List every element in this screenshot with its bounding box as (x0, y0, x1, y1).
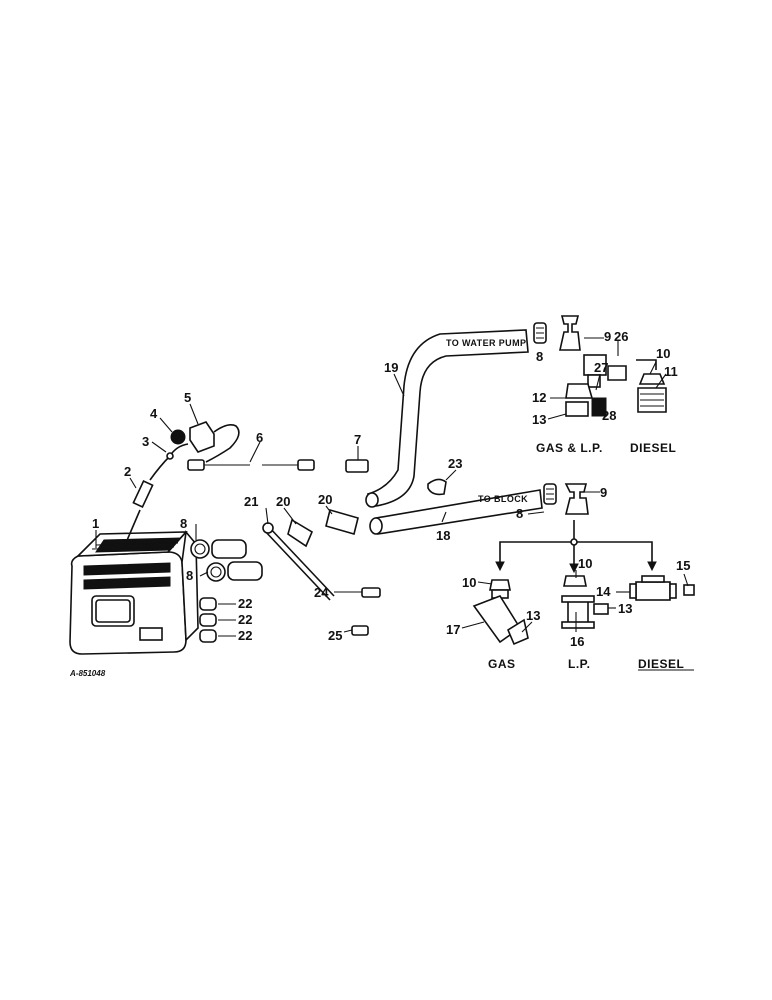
to-block-label: TO BLOCK (478, 494, 528, 504)
to-water-pump-label: TO WATER PUMP (446, 338, 526, 348)
callout-28: 28 (602, 408, 616, 423)
callout-15: 15 (676, 558, 690, 573)
callout-3: 3 (142, 434, 149, 449)
callout-1: 1 (92, 516, 99, 531)
hose-clamp-icon (190, 539, 263, 582)
heater-wiring (124, 421, 315, 546)
callout-18: 18 (436, 528, 450, 543)
callout-22-a: 22 (238, 596, 252, 611)
callout-20-a: 20 (276, 494, 290, 509)
distribution-tree (495, 520, 657, 574)
callout-25: 25 (328, 628, 342, 643)
caption-gas-lp: GAS & L.P. (536, 441, 603, 455)
callout-8-clamp-b: 8 (186, 568, 193, 583)
callout-8-pump: 8 (536, 349, 543, 364)
callout-14: 14 (596, 584, 611, 599)
callout-21: 21 (244, 494, 258, 509)
callout-5: 5 (184, 390, 191, 405)
callout-12: 12 (532, 390, 546, 405)
callout-10-top: 10 (656, 346, 670, 361)
heater-body-icon (69, 530, 199, 655)
callouts: 1 2 3 4 5 6 7 19 23 18 8 9 8 9 26 10 11 … (92, 329, 690, 649)
callout-13-top: 13 (532, 412, 546, 427)
callout-13-lp: 13 (618, 601, 632, 616)
callout-9-pump: 9 (604, 329, 611, 344)
caption-gas: GAS (488, 657, 516, 671)
callout-8-block: 8 (516, 506, 523, 521)
drawing-reference: A-851048 (69, 669, 106, 678)
callout-16: 16 (570, 634, 584, 649)
heater-hose-icon (369, 489, 543, 535)
nut-25 (351, 625, 369, 636)
caption-diesel-bottom: DIESEL (638, 657, 684, 671)
shutoff-valve-icon (533, 315, 667, 417)
callout-17: 17 (446, 622, 460, 637)
callout-26: 26 (614, 329, 628, 344)
heater-grille (83, 537, 182, 590)
pipe-plugs (199, 597, 217, 643)
callout-13-gas: 13 (526, 608, 540, 623)
mounting-brackets (287, 509, 359, 548)
callout-6: 6 (256, 430, 263, 445)
callout-7: 7 (354, 432, 361, 447)
callout-10-lp: 10 (578, 556, 592, 571)
callout-23: 23 (448, 456, 462, 471)
callout-9-block: 9 (600, 485, 607, 500)
hose-adapter (345, 459, 369, 473)
shutoff-valve-icon (543, 483, 589, 515)
callout-22-b: 22 (238, 612, 252, 627)
callout-24: 24 (314, 585, 329, 600)
heater-hose-icon (365, 329, 529, 508)
bolt-24 (361, 587, 381, 598)
callout-22-c: 22 (238, 628, 252, 643)
callout-11: 11 (664, 364, 678, 379)
callout-8-clamp-a: 8 (180, 516, 187, 531)
caption-diesel-top: DIESEL (630, 441, 676, 455)
callout-27: 27 (594, 360, 608, 375)
leader-lines (95, 337, 689, 637)
lp-fittings (561, 575, 609, 629)
callout-20-b: 20 (318, 492, 332, 507)
callout-10-gas: 10 (462, 575, 476, 590)
drain-cock (427, 478, 447, 496)
callout-4: 4 (150, 406, 158, 421)
caption-lp: L.P. (568, 657, 590, 671)
gas-fittings (472, 579, 529, 646)
callout-2: 2 (124, 464, 131, 479)
callout-19: 19 (384, 360, 398, 375)
diesel-fittings (629, 575, 695, 601)
